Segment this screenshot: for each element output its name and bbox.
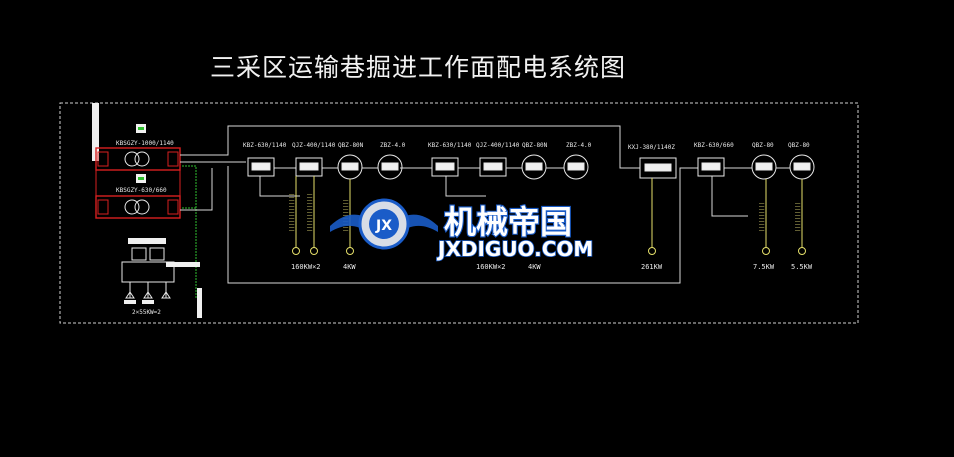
watermark-en: JXDIGUO.COM <box>436 237 593 261</box>
switch-label-5: KBZ-630/1140 <box>428 142 472 149</box>
transformer-1 <box>95 124 181 171</box>
pump-station <box>121 238 200 304</box>
switch-label-12: QBZ-80 <box>788 142 810 149</box>
feeder-cables <box>295 176 803 248</box>
load-label-4: 4KW <box>528 263 541 271</box>
svg-text:||||||||||: |||||||||| <box>795 202 801 232</box>
switch-circle-4 <box>377 154 403 180</box>
switch-box-6 <box>479 157 507 177</box>
load-label-2: 4KW <box>343 263 356 271</box>
cable-markers: ||||||||||||| ||||||||||||| ||||||||||| … <box>289 193 801 232</box>
load-label-6: 7.5KW <box>753 263 775 271</box>
transformer-1-label: KBSGZY-1000/1140 <box>116 140 174 147</box>
switch-label-11: QBZ-80 <box>752 142 774 149</box>
switch-label-6: QJZ-400/1140 <box>476 142 520 149</box>
switch-label-2: QJZ-400/1140 <box>292 142 336 149</box>
switch-label-3: QBZ-80N <box>338 142 364 149</box>
switch-box-10 <box>697 157 725 177</box>
incoming-feeder-bar <box>92 103 99 161</box>
switch-symbols <box>247 154 815 180</box>
switch-label-4: ZBZ-4.0 <box>380 142 406 149</box>
diagram-title: 三采区运输巷掘进工作面配电系统图 <box>210 53 627 82</box>
busbars <box>180 125 790 284</box>
switch-box-9 <box>639 157 677 179</box>
watermark-cn: 机械帝国 <box>444 203 572 241</box>
pump-station-label: 2×55KW=2 <box>132 309 161 316</box>
switch-circle-11 <box>751 154 777 180</box>
switch-label-7: QBZ-80N <box>522 142 548 149</box>
load-label-3: 160KW×2 <box>476 263 506 271</box>
watermark-badge: JX <box>375 218 392 234</box>
svg-text:||||||||||: |||||||||| <box>759 202 765 232</box>
switch-circle-7 <box>521 154 547 180</box>
switch-label-1: KBZ-630/1140 <box>243 142 287 149</box>
switch-circle-8 <box>563 154 589 180</box>
load-label-1: 160KW×2 <box>291 263 321 271</box>
load-label-7: 5.5KW <box>791 263 813 271</box>
watermark-logo: JX <box>330 198 438 250</box>
transformer-2 <box>95 174 181 219</box>
switch-box-2 <box>295 157 323 177</box>
outer-frame <box>59 102 859 324</box>
bottom-feeder-bar <box>197 288 202 318</box>
svg-text:|||||||||||||: ||||||||||||| <box>289 193 295 232</box>
transformer-2-label: KBSGZY-630/660 <box>116 187 167 194</box>
svg-text:|||||||||||: ||||||||||| <box>343 199 349 232</box>
switch-label-8: ZBZ-4.0 <box>566 142 592 149</box>
load-label-5: 261KW <box>641 263 663 271</box>
switch-label-10: KBZ-630/660 <box>694 142 734 149</box>
switch-label-9: KXJ-380/1140Z <box>628 144 675 151</box>
switch-box-5 <box>431 157 459 177</box>
transformer-link <box>95 170 181 196</box>
svg-text:|||||||||||||: ||||||||||||| <box>307 193 313 232</box>
switch-box-1 <box>247 157 275 177</box>
load-motors <box>292 247 806 255</box>
